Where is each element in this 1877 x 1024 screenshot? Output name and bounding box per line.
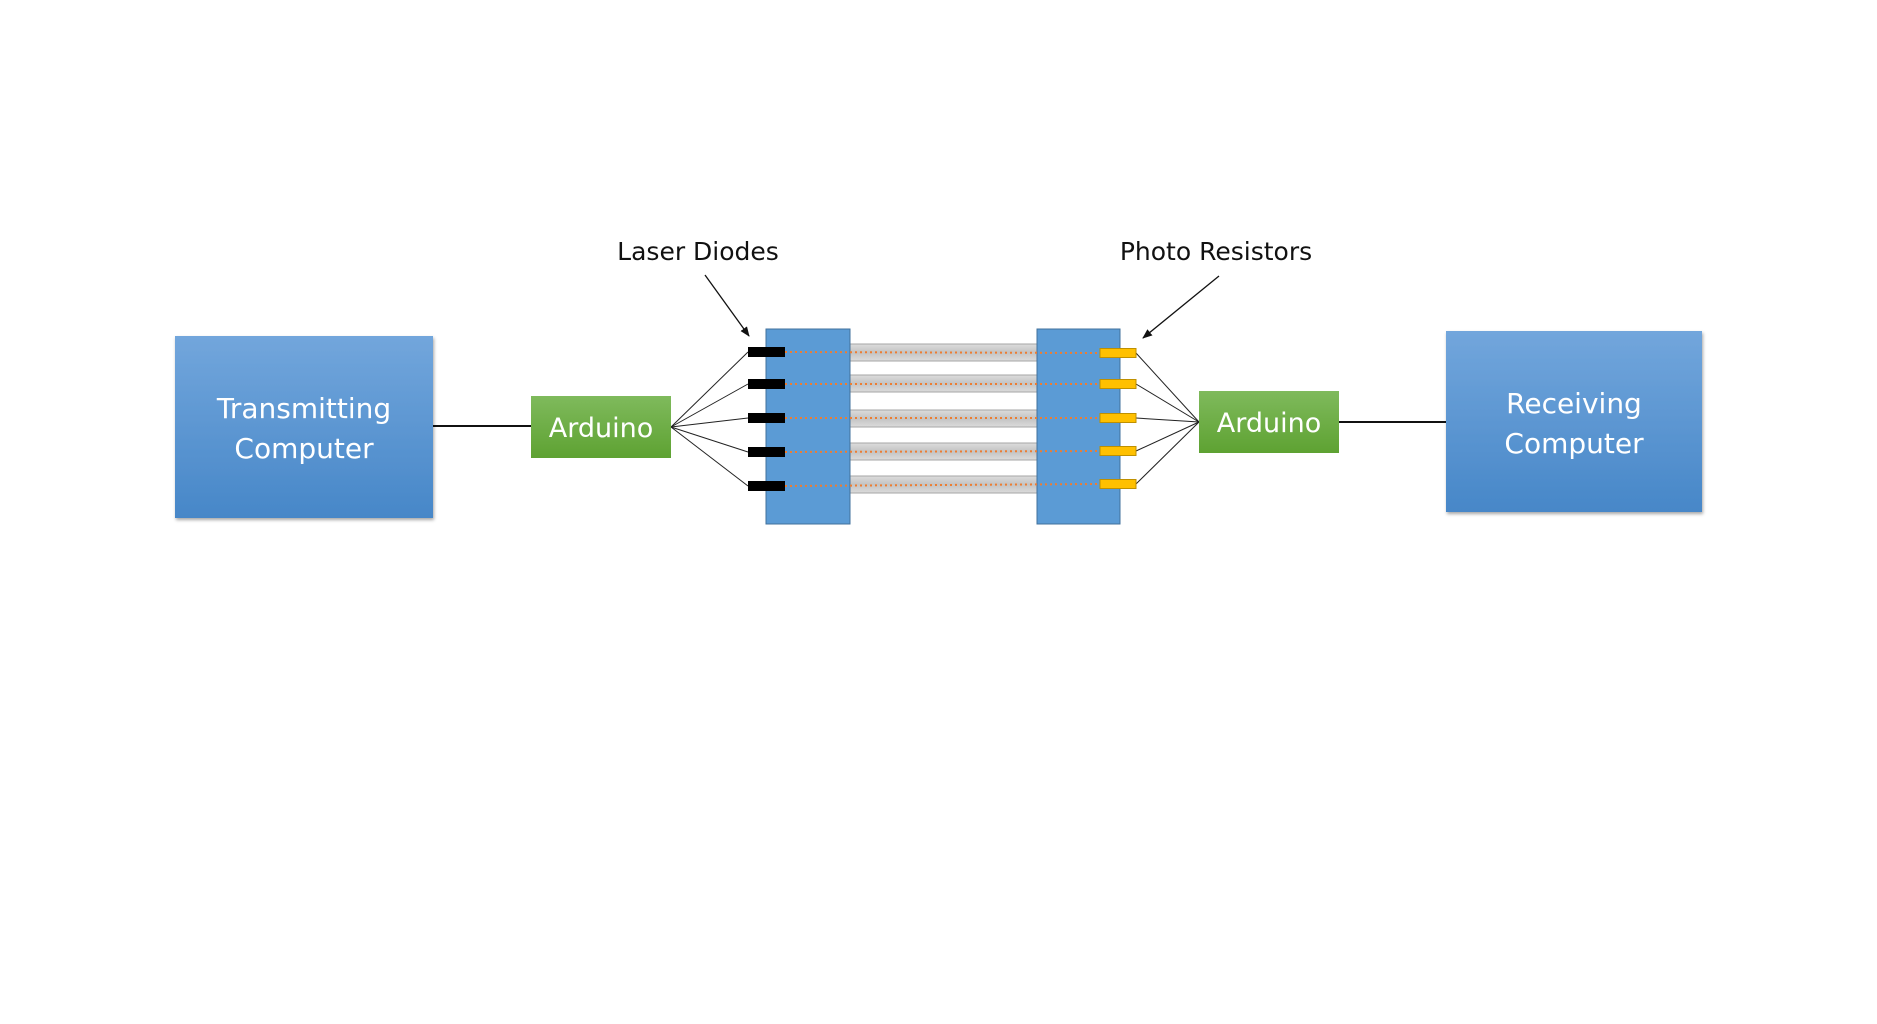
transmitter-wire-3	[670, 417, 749, 428]
photo-resistor-1	[1099, 348, 1137, 358]
photo-resistors-label: Photo Resistors	[1120, 237, 1312, 266]
fiber-3	[849, 409, 1038, 428]
photo-resistors	[1099, 348, 1137, 489]
transmitting-computer[interactable]: Transmitting Computer	[175, 336, 433, 518]
receiving-computer[interactable]: Receiving Computer	[1446, 331, 1702, 512]
transmitter-wire-4	[670, 426, 749, 453]
transmitting-computer-label-line1: Transmitting	[216, 392, 391, 425]
fiber-5	[849, 475, 1038, 494]
receiver-wire-2	[1135, 383, 1200, 423]
transmitter-wires	[670, 351, 749, 487]
photo-resistor-4	[1099, 446, 1137, 456]
fiber-1	[849, 343, 1038, 362]
laser-mount-block	[765, 328, 851, 525]
transmitter-wire-5	[670, 426, 749, 487]
laser-diode-1	[748, 347, 785, 357]
photo-resistor-3	[1099, 413, 1137, 423]
fiber-4	[849, 442, 1038, 461]
laser-diode-4	[748, 447, 785, 457]
transmitting-computer-label-line2: Computer	[234, 432, 374, 465]
laser-diode-3	[748, 413, 785, 423]
fiber-2	[849, 374, 1038, 393]
laser-diodes-arrow	[704, 274, 750, 337]
optical-fibers	[849, 343, 1038, 494]
laser-diode-5	[748, 481, 785, 491]
transmitter-arduino-label: Arduino	[549, 413, 653, 444]
laser-diodes-label: Laser Diodes	[617, 237, 779, 266]
photo-resistor-2	[1099, 379, 1137, 389]
transmitter-wire-1	[670, 351, 749, 428]
laser-diodes	[748, 347, 785, 491]
transmitter-wire-2	[670, 383, 749, 428]
receiver-wire-1	[1135, 352, 1200, 423]
receiver-wire-5	[1135, 421, 1200, 485]
receiving-computer-label-line1: Receiving	[1506, 387, 1642, 420]
receiver-wire-4	[1135, 421, 1200, 452]
receiver-wires	[1135, 352, 1200, 485]
detector-mount-block	[1036, 328, 1121, 525]
photo-resistors-arrow	[1142, 275, 1220, 339]
receiver-arduino-label: Arduino	[1217, 408, 1321, 439]
receiving-computer-label-line2: Computer	[1504, 427, 1644, 460]
receiver-arduino[interactable]: Arduino	[1199, 391, 1339, 453]
receiver-wire-3	[1135, 417, 1200, 423]
photo-resistor-5	[1099, 479, 1137, 489]
laser-diode-2	[748, 379, 785, 389]
transmitter-arduino[interactable]: Arduino	[531, 396, 671, 458]
